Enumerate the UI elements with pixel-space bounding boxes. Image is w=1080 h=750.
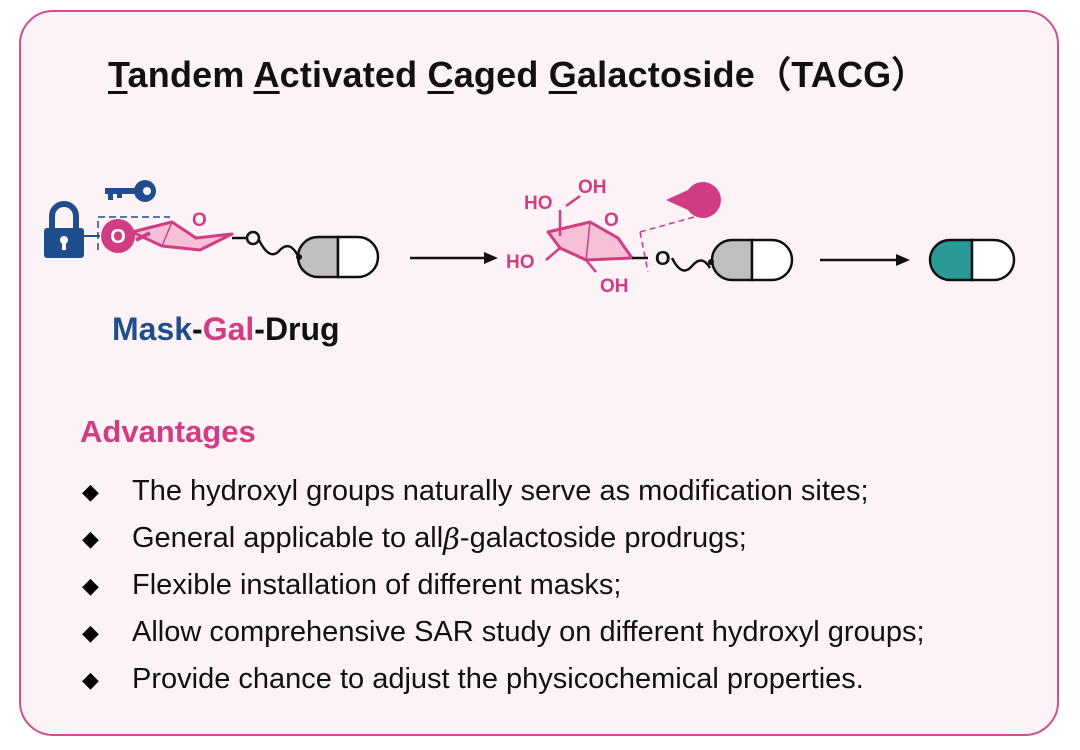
enzyme-icon xyxy=(666,182,721,218)
key-icon xyxy=(105,180,156,202)
label-separator-2: - xyxy=(254,311,265,347)
advantage-text: Provide chance to adjust the physicochem… xyxy=(132,663,864,695)
list-item: ◆ Provide chance to adjust the physicoche… xyxy=(82,656,925,703)
oh-bottom-label: OH xyxy=(600,276,629,297)
label-separator-1: - xyxy=(192,311,203,347)
list-item: ◆ The hydroxyl groups naturally serve as … xyxy=(82,468,925,515)
diamond-bullet-icon: ◆ xyxy=(82,478,99,504)
advantage-text: The hydroxyl groups naturally serve as m… xyxy=(132,475,869,507)
lock-icon xyxy=(44,201,84,258)
ho-left-label: HO xyxy=(506,252,535,273)
capsule-icon-2 xyxy=(708,238,794,282)
mask-gal-drug-label: Mask-Gal-Drug xyxy=(112,311,340,348)
advantage-text: Allow comprehensive SAR study on differe… xyxy=(132,616,925,648)
linker-oxygen-label: O xyxy=(655,248,671,270)
diamond-bullet-icon: ◆ xyxy=(82,572,99,598)
advantages-list: ◆ The hydroxyl groups naturally serve as … xyxy=(82,468,925,703)
protected-oxygen: O xyxy=(101,219,135,253)
diamond-bullet-icon: ◆ xyxy=(82,666,99,692)
drug-label: Drug xyxy=(264,311,340,347)
beta-symbol: β xyxy=(443,521,460,556)
capsule-icon xyxy=(296,235,380,279)
tacg-card xyxy=(19,10,1059,736)
title-initial-g: G xyxy=(548,54,577,95)
title-word-4: alactoside xyxy=(576,54,756,95)
title-abbr: （TACG） xyxy=(755,54,928,95)
title-initial-t: T xyxy=(108,54,128,95)
gal-label: Gal xyxy=(202,311,255,347)
title-word-3: aged xyxy=(453,54,549,95)
oh-top-label: OH xyxy=(578,177,607,198)
title-word-2: ctivated xyxy=(279,54,428,95)
diamond-bullet-icon: ◆ xyxy=(82,619,99,645)
galactoside-ring: HO OH HO OH O xyxy=(506,177,634,297)
released-drug-capsule-icon xyxy=(928,238,1016,282)
page-title: Tandem Activated Caged Galactoside（TACG） xyxy=(108,46,928,98)
list-item: ◆ Allow comprehensive SAR study on differ… xyxy=(82,609,925,656)
title-word-1: andem xyxy=(127,54,254,95)
title-initial-a: A xyxy=(253,54,280,95)
title-initial-c: C xyxy=(427,54,454,95)
ring-oxygen-label-2: O xyxy=(604,210,619,231)
advantage-text-after: -galactoside prodrugs; xyxy=(459,522,747,554)
mask-label: Mask xyxy=(112,311,193,347)
protected-oxygen-label: O xyxy=(110,226,126,248)
reaction-arrow-2 xyxy=(820,254,910,266)
advantage-text: Flexible installation of different masks… xyxy=(132,569,622,601)
ring-oxygen-label: O xyxy=(192,210,207,231)
list-item: ◆ General applicable to all β-galactoside… xyxy=(82,515,925,562)
ho-top-left-label: HO xyxy=(524,193,553,214)
list-item: ◆ Flexible installation of different mask… xyxy=(82,562,925,609)
diamond-bullet-icon: ◆ xyxy=(82,525,99,551)
advantage-text-before: General applicable to all xyxy=(132,522,444,554)
advantages-heading: Advantages xyxy=(80,414,256,449)
reaction-arrow xyxy=(410,252,498,264)
masked-galactose-ring: O xyxy=(130,210,234,252)
